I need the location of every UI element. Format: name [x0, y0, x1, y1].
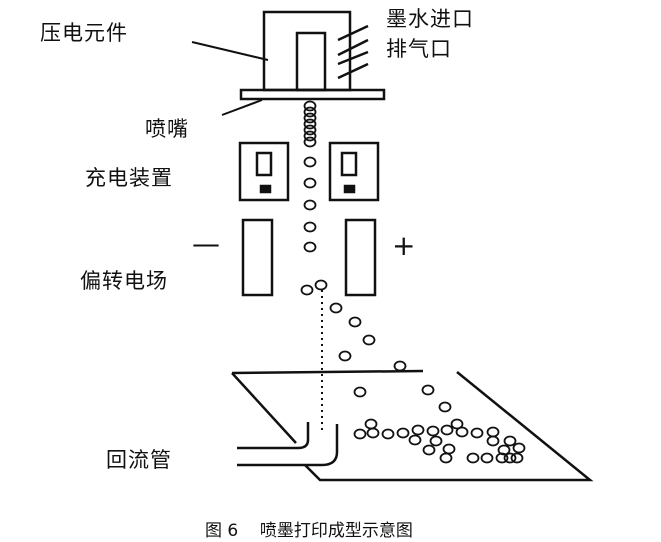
ink-droplet — [480, 452, 494, 464]
ink-droplet — [439, 452, 453, 464]
plus-sign: + — [392, 229, 416, 262]
ink-droplet — [486, 435, 500, 447]
ink-droplet — [411, 424, 425, 436]
ink-droplet — [426, 425, 440, 437]
ink-droplet — [303, 177, 317, 189]
charging-plate-left — [238, 141, 290, 202]
ink-droplet — [495, 452, 509, 464]
ink-droplet — [393, 360, 407, 372]
ink-droplet — [429, 435, 443, 447]
deflection-plate-right — [344, 218, 377, 297]
ink-droplet — [329, 302, 343, 314]
ink-inlet-label: 墨水进口 — [386, 7, 474, 31]
ink-droplet — [366, 427, 380, 439]
ink-droplet — [300, 284, 314, 296]
ink-droplet — [396, 427, 410, 439]
ink-droplet — [303, 106, 317, 118]
ink-droplet — [338, 350, 352, 362]
piezo-label: 压电元件 — [40, 21, 128, 45]
catcher-tray — [231, 369, 594, 482]
ink-droplet — [512, 442, 526, 454]
ink-droplet — [303, 136, 317, 148]
piezo-arrow — [191, 41, 269, 61]
ink-droplet — [455, 426, 469, 438]
ink-droplet — [421, 384, 435, 396]
charging-label: 充电装置 — [85, 166, 173, 190]
ink-droplet — [303, 100, 317, 112]
ink-droplet — [503, 452, 517, 464]
air-outlet-label: 排气口 — [386, 37, 452, 61]
ink-droplet — [364, 418, 378, 430]
ink-droplet — [303, 124, 317, 136]
figure-caption: 图 6 喷墨打印成型示意图 — [205, 516, 413, 541]
ink-droplet — [303, 241, 317, 253]
ink-droplet — [381, 428, 395, 440]
ink-droplet — [362, 334, 376, 346]
ink-droplet — [466, 452, 480, 464]
ink-droplet — [440, 424, 454, 436]
ink-droplet — [303, 112, 317, 124]
figure-title: 喷墨打印成型示意图 — [259, 521, 413, 541]
piezo-housing — [262, 10, 352, 92]
ink-droplet — [503, 435, 517, 447]
ink-droplet — [422, 444, 436, 456]
ink-droplet — [486, 426, 500, 438]
ink-droplet — [303, 130, 317, 142]
ink-droplet — [510, 452, 524, 464]
ink-droplet — [314, 279, 328, 291]
deflection-plate-left — [241, 218, 274, 297]
return-pipe-label: 回流管 — [106, 448, 172, 472]
ink-droplet — [408, 434, 422, 446]
nozzle-label: 喷嘴 — [145, 117, 189, 141]
ink-droplet — [353, 428, 367, 440]
ink-droplet — [470, 427, 484, 439]
ink-droplet — [450, 418, 464, 430]
ink-droplet — [303, 221, 317, 233]
deflection-label: 偏转电场 — [80, 269, 168, 293]
return-pipe — [237, 422, 339, 467]
ink-droplet — [303, 156, 317, 168]
piezo-element — [295, 31, 327, 92]
minus-sign: — — [192, 227, 220, 260]
figure-number: 图 6 — [205, 521, 239, 541]
ink-droplet — [303, 118, 317, 130]
ink-inlet-tube — [337, 24, 369, 80]
ink-droplet — [442, 443, 456, 455]
nozzle-arrow — [221, 99, 263, 116]
charging-plate-right — [328, 141, 380, 202]
ink-droplet — [353, 386, 367, 398]
ink-droplet — [438, 401, 452, 413]
ink-droplet — [348, 316, 362, 328]
ink-droplet — [303, 199, 317, 211]
nozzle-plate — [239, 88, 386, 101]
